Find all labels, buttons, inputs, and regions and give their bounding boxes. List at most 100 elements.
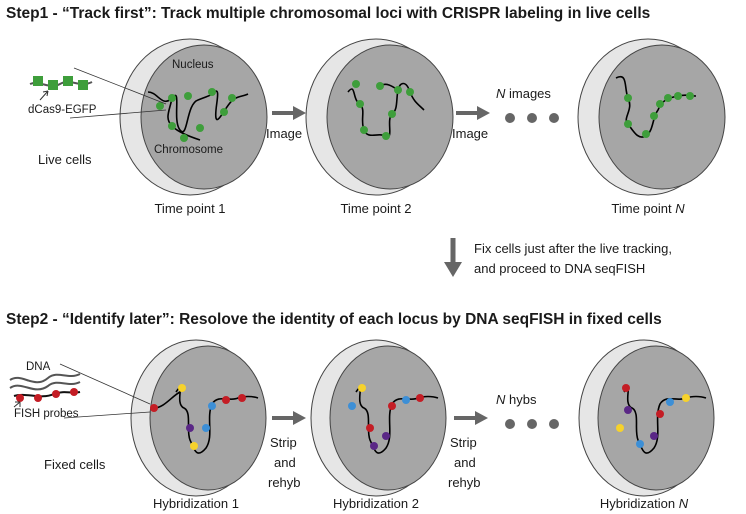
yellow-locus [616, 424, 624, 432]
locus-dot [388, 110, 396, 118]
yellow-locus [358, 384, 366, 392]
blue-locus [666, 398, 674, 406]
zoom-line [73, 67, 167, 105]
locus-dot [356, 100, 364, 108]
locus-dot [686, 92, 694, 100]
red-locus [388, 402, 396, 410]
purple-locus [186, 424, 194, 432]
probe-dot [16, 394, 24, 402]
nucleus [140, 44, 268, 190]
pointer-arrowhead [13, 401, 21, 408]
and-label-2: and [454, 455, 476, 470]
live-cell-2 [305, 38, 454, 196]
fixed-cell-1 [130, 339, 267, 497]
zoom-line [63, 411, 151, 419]
nucleus-label: Nucleus [172, 59, 214, 71]
probe-pointer [39, 90, 49, 101]
rehyb-label-1: rehyb [268, 475, 301, 490]
zoom-line [59, 363, 151, 405]
image-label-1: Image [266, 126, 302, 141]
ellipsis-dots [505, 113, 559, 123]
hybridization-n-label: Hybridization N [600, 496, 689, 511]
purple-locus [382, 432, 390, 440]
purple-locus [624, 406, 632, 414]
locus-dot [624, 94, 632, 102]
and-label-1: and [274, 455, 296, 470]
locus-dot [220, 108, 228, 116]
red-locus [416, 394, 424, 402]
locus-dot [208, 88, 216, 96]
image-arrow-1 [272, 106, 306, 120]
nucleus [329, 345, 447, 491]
locus-dot [382, 132, 390, 140]
locus-dot [650, 112, 658, 120]
probe-dot [34, 394, 42, 402]
green-loci [352, 80, 414, 140]
fixed-cell-n [578, 339, 715, 497]
dna-strand [9, 373, 81, 384]
strip-label-2: Strip [450, 435, 477, 450]
fish-probes-glyph: DNA FISH probes [9, 361, 151, 420]
nucleus [598, 44, 726, 190]
zoom-line [69, 109, 167, 119]
locus-dot [352, 80, 360, 88]
probe-dot [52, 390, 60, 398]
hybridization-1-label: Hybridization 1 [153, 496, 239, 511]
locus-dot [180, 134, 188, 142]
red-locus [366, 424, 374, 432]
locus-dot [394, 86, 402, 94]
blue-locus [208, 402, 216, 410]
nucleus [149, 345, 267, 491]
locus-dot [624, 120, 632, 128]
time-point-n-label: Time point N [611, 201, 685, 216]
probe-dot [70, 388, 78, 396]
locus-dot [196, 124, 204, 132]
ellipsis-dots [505, 419, 559, 429]
live-cell-1: Nucleus Chromosome [119, 38, 268, 196]
nucleus [597, 345, 715, 491]
n-hybs-label: N hybs [496, 392, 537, 407]
strip-label-1: Strip [270, 435, 297, 450]
time-point-1-label: Time point 1 [154, 201, 225, 216]
locus-dot [168, 122, 176, 130]
dcas9-protein [63, 76, 73, 86]
purple-locus [370, 442, 378, 450]
probe-label: dCas9-EGFP [28, 104, 97, 116]
purple-locus [650, 432, 658, 440]
chromosome-label: Chromosome [154, 144, 223, 156]
locus-dot [168, 94, 176, 102]
dcas9-protein [78, 80, 88, 90]
fixed-cells-label: Fixed cells [44, 457, 106, 472]
red-locus [222, 396, 230, 404]
red-locus [622, 384, 630, 392]
step2-title: Step2 - “Identify later”: Resolove the i… [6, 311, 662, 328]
fixed-cell-2 [310, 339, 447, 497]
locus-dot [156, 102, 164, 110]
dcas9-protein [33, 76, 43, 86]
fix-cells-line2: and proceed to DNA seqFISH [474, 261, 645, 276]
locus-dot [664, 94, 672, 102]
dna-strand [9, 381, 81, 391]
n-images-label: N images [496, 86, 551, 101]
down-arrow [444, 238, 462, 277]
dna-label: DNA [26, 361, 51, 373]
locus-dot [674, 92, 682, 100]
time-point-2-label: Time point 2 [340, 201, 411, 216]
strip-arrow-1 [272, 411, 306, 425]
locus-dot [642, 130, 650, 138]
live-cell-n [577, 38, 726, 196]
dcas9-protein [48, 80, 58, 90]
locus-dot [406, 88, 414, 96]
blue-locus [402, 396, 410, 404]
hybridization-2-label: Hybridization 2 [333, 496, 419, 511]
blue-locus [348, 402, 356, 410]
dcas9-egfp-glyph: dCas9-EGFP [28, 67, 167, 119]
strip-arrow-2 [454, 411, 488, 425]
yellow-locus [682, 394, 690, 402]
locus-dot [228, 94, 236, 102]
image-arrow-2 [456, 106, 490, 120]
fish-probes-label: FISH probes [14, 408, 79, 420]
blue-locus [636, 440, 644, 448]
image-label-2: Image [452, 126, 488, 141]
